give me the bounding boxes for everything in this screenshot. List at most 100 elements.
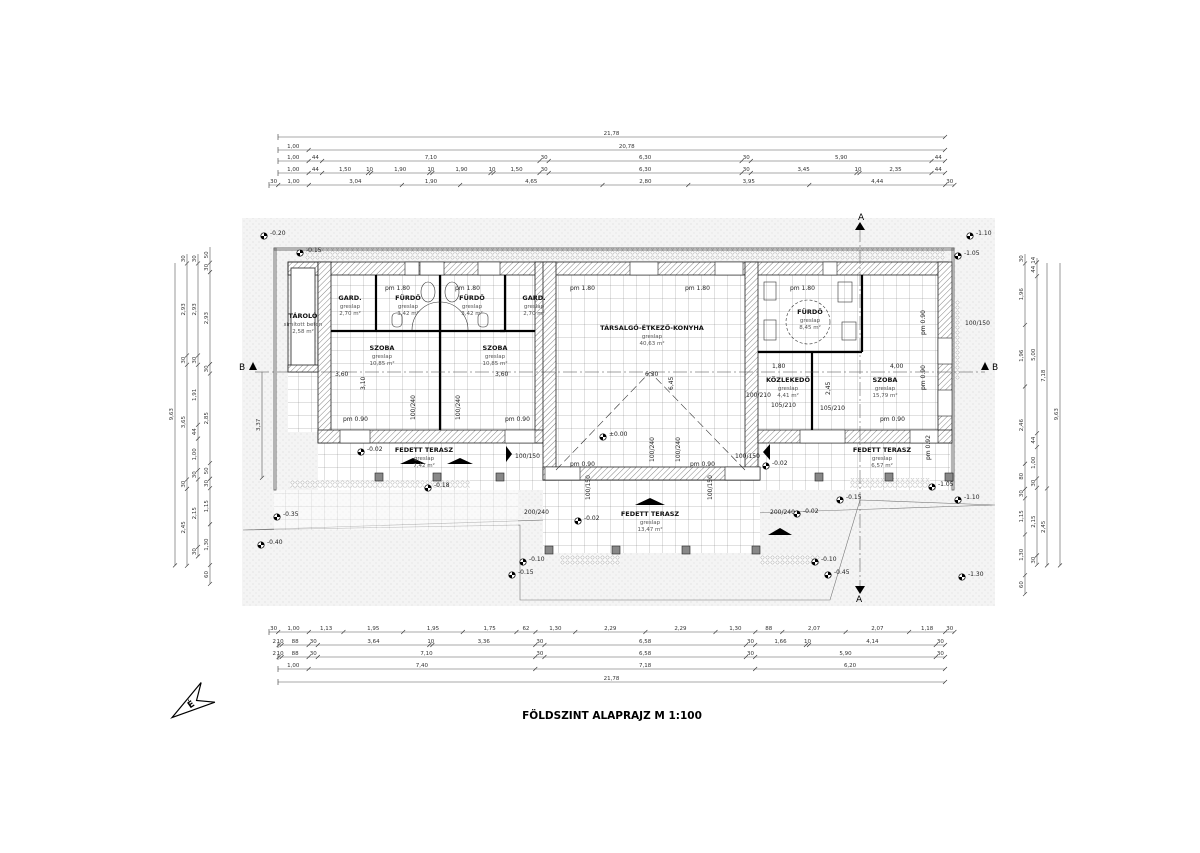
dimension-tick <box>195 544 201 550</box>
dimension-tick <box>952 182 957 188</box>
dimension-value: 30 <box>270 626 277 632</box>
annotation-text: 6,45 <box>668 376 675 390</box>
dimension-tick <box>843 629 848 635</box>
dimension-value: 6,20 <box>844 663 857 669</box>
dimension-tick <box>1044 563 1050 568</box>
dimension-value: 30 <box>181 255 187 262</box>
elevation-label: -0.02 <box>772 460 788 467</box>
elevation-marker: -1.05 <box>954 250 980 260</box>
dimension-value: 1,00 <box>287 179 300 185</box>
dimension-tick <box>942 170 948 176</box>
dimension-value: 1,90 <box>425 179 438 185</box>
annotation-text: pm 1.80 <box>455 285 480 292</box>
dimension-tick <box>306 629 312 635</box>
dimension-value: 30 <box>270 179 277 185</box>
elevation-label: ±0.00 <box>609 431 628 438</box>
dimension-tick <box>542 654 547 660</box>
dimension-value: 60 <box>204 571 210 578</box>
terrace-arrows <box>400 444 792 535</box>
dimension-value: 1,00 <box>287 144 300 150</box>
dimension-value: 1,00 <box>287 626 300 632</box>
room-area: 3,42 m² <box>461 310 483 317</box>
elevation-label: -0.15 <box>306 247 322 254</box>
dimension-tick <box>752 654 758 660</box>
dimension-tick <box>207 476 213 481</box>
dimension-value: 10 <box>427 167 434 173</box>
elevation-marker: -0.35 <box>273 511 299 521</box>
dimension-tick <box>184 486 190 492</box>
dimension-tick <box>1022 461 1028 466</box>
dimension-tick <box>184 362 190 368</box>
dimension-value: 30 <box>747 651 754 657</box>
door-mark: 100/240 <box>649 437 656 462</box>
dimension-tick <box>933 642 939 648</box>
room-floor: greslap <box>372 354 393 360</box>
door-mark: 100/240 <box>675 437 682 462</box>
dimension-value: 2,45 <box>1041 520 1047 533</box>
dimension-value: 6,58 <box>639 651 652 657</box>
dimension-value: 1,30 <box>204 538 210 551</box>
dimension-value: 1,91 <box>192 389 198 401</box>
elevation-marker: -1.05 <box>928 481 954 491</box>
room-floor: simított beton <box>284 321 323 328</box>
dimension-value: 7,40 <box>416 663 429 669</box>
dimension-tick <box>807 182 812 188</box>
dimension-value: 30 <box>937 639 944 645</box>
room-area: 10,85 m² <box>369 360 394 367</box>
dimension-tick <box>259 475 265 481</box>
dimension-value: 30 <box>536 639 543 645</box>
dimension-value: 88 <box>292 639 299 645</box>
dimension-value: 3,64 <box>367 639 380 645</box>
dimension-tick <box>739 158 744 164</box>
room-name: GARD. <box>522 294 545 302</box>
dimension-tick <box>573 629 578 635</box>
elevation-marker: -0.02 <box>762 460 788 470</box>
dimension-value: 1,30 <box>549 626 562 632</box>
room-area: 2,70 m² <box>523 310 545 317</box>
dimension-tick <box>806 642 812 648</box>
dimension-tick <box>1034 562 1040 567</box>
door-mark: 100/150 <box>735 453 760 460</box>
dimension-tick <box>1044 486 1050 491</box>
dimension-tick <box>743 642 749 648</box>
dimension-value: 60 <box>1019 581 1025 588</box>
dimension-value: 30 <box>1019 255 1025 262</box>
dimension-value: 10 <box>366 167 373 173</box>
room-name: SZOBA <box>873 376 898 384</box>
gravel-strip <box>560 555 620 565</box>
dimension-tick <box>1022 573 1028 578</box>
section-marker-a-top: A <box>855 213 865 230</box>
dimension-tick <box>365 170 371 176</box>
dimension-value: 5,90 <box>839 651 852 657</box>
room-area: 15,79 m² <box>872 392 897 399</box>
dimension-value: 1,50 <box>510 167 523 173</box>
annotation-text: pm 0.90 <box>920 310 927 335</box>
dimension-chain: 7,182,45 <box>1041 263 1050 568</box>
elevation-label: -0.10 <box>529 556 545 563</box>
door-mark: 100/240 <box>410 395 417 420</box>
dimension-value: 1,75 <box>484 626 497 632</box>
room-floor: greslap <box>398 304 419 310</box>
section-lines <box>255 228 985 590</box>
dimension-value: 3,37 <box>256 418 262 431</box>
section-marker-b-left: B <box>239 362 257 373</box>
dimension-tick <box>457 182 463 188</box>
dimension-value: 2,07 <box>808 626 821 632</box>
dimension-tick <box>1057 563 1063 568</box>
dimension-tick <box>514 629 519 635</box>
dimension-value: 3,45 <box>798 167 811 173</box>
room-floor: greslap <box>340 304 361 310</box>
dimension-value: 1,50 <box>339 167 352 173</box>
dimension-tick <box>195 261 201 266</box>
gravel-strip <box>850 478 930 488</box>
door-mark: 100/150 <box>585 475 592 500</box>
elevation-label: -0.02 <box>803 508 819 515</box>
room-name: FÜRDŐ <box>395 293 421 302</box>
dimension-value: 30 <box>192 471 198 478</box>
dimension-value: 1,90 <box>394 167 407 173</box>
